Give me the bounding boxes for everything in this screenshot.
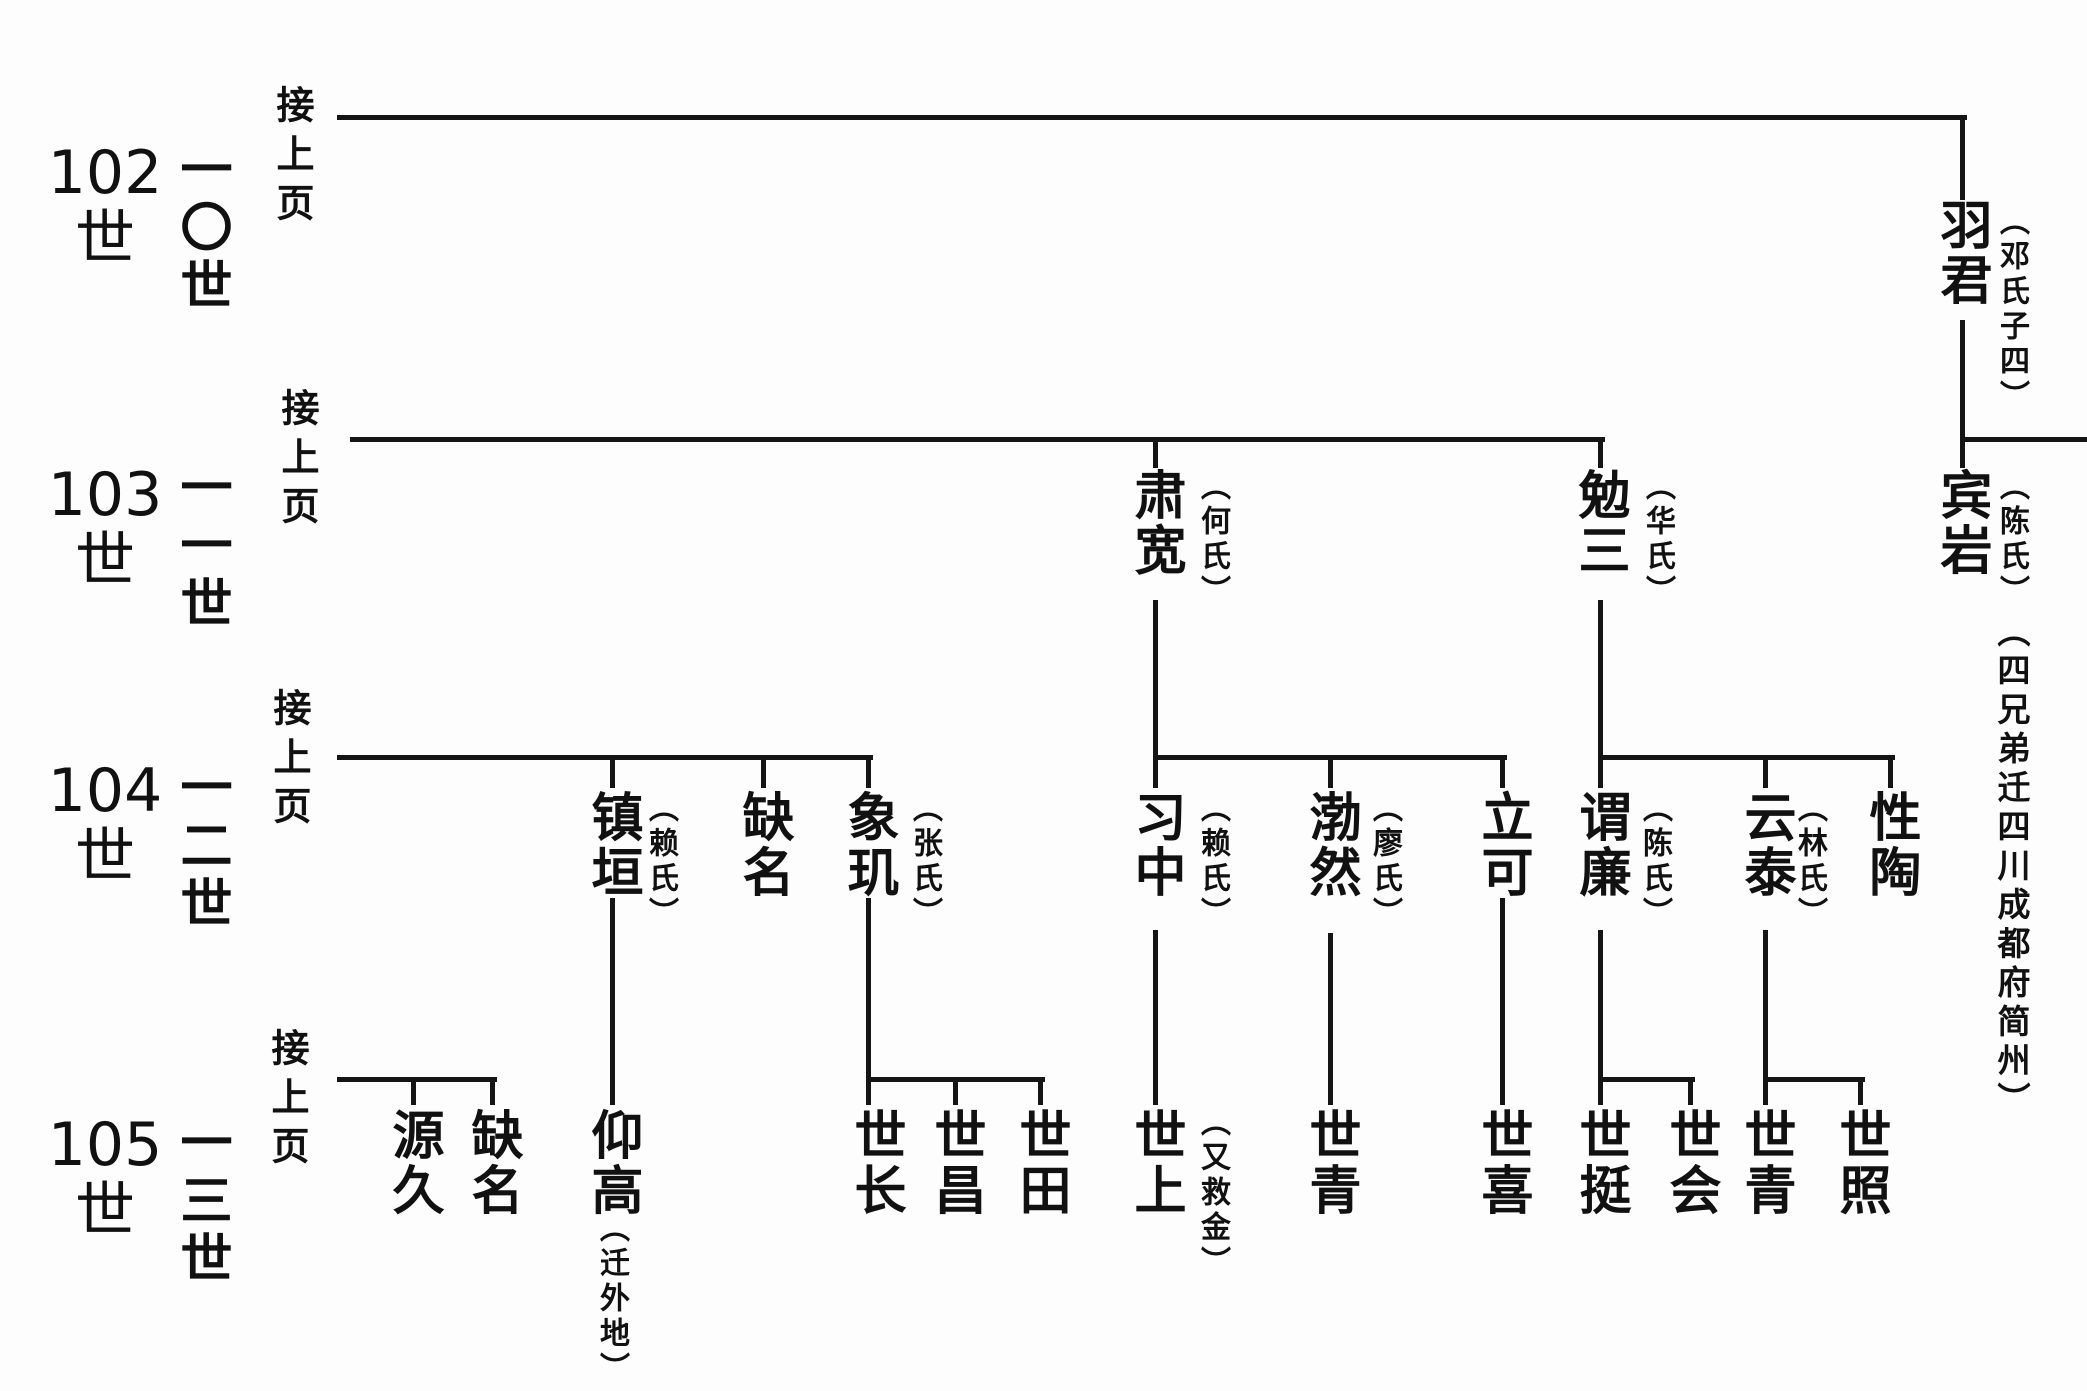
connector-v-like-shixi [1500, 898, 1505, 1105]
generation-label-102: 102 世 [40, 140, 170, 272]
person-shiqing1-name: 世青 [1301, 1108, 1358, 1218]
connector-v-sukuan-down [1153, 600, 1158, 788]
person-miansan-note: ︵华氏︶ [1641, 470, 1674, 610]
generation-shi: 世 [75, 204, 135, 274]
generation-number: 103 [47, 460, 163, 530]
person-shiting-name: 世挺 [1571, 1108, 1628, 1218]
person-weilian-note: ︵陈氏︶ [1638, 792, 1671, 932]
generation-label-104: 104 世 [40, 758, 170, 890]
person-binyan-note: ︵陈氏︶ [1995, 470, 2028, 610]
connector-h-gen102 [337, 115, 1967, 120]
generation-label-103: 103 世 [40, 462, 170, 594]
connector-v-to-yuntai [1763, 757, 1768, 788]
generation-shi: 世 [75, 1176, 135, 1246]
continued-label-103: 接上页 [275, 388, 317, 535]
connector-v-to-yuanjiu [411, 1080, 416, 1105]
person-shizhao-name: 世照 [1831, 1108, 1888, 1218]
person-yanggao-note: ︵迁外地︶ [595, 1212, 628, 1387]
connector-v-boran-shiqing [1328, 933, 1333, 1105]
connector-h-gen105-left [337, 1077, 497, 1082]
connector-v-miansan-down [1598, 600, 1603, 788]
generation-cn-103: 一一世 [172, 460, 229, 634]
person-binyan-name: 宾岩 [1932, 468, 1989, 578]
connector-v-to-yujun [1960, 115, 1965, 200]
connector-v-to-xingtao [1888, 755, 1893, 788]
generation-label-105: 105 世 [40, 1112, 170, 1244]
connector-v-to-shizhao [1858, 1077, 1863, 1105]
connector-v-to-shichang [953, 1080, 958, 1105]
continued-label-102: 接上页 [270, 85, 312, 232]
person-shihui-name: 世会 [1661, 1108, 1718, 1218]
person-zhenyuan-name: 镇垣 [583, 790, 640, 900]
connector-h-miansan-children [1600, 755, 1895, 760]
continued-label-105: 接上页 [265, 1028, 307, 1175]
connector-h-gen103-right-edge [1962, 437, 2087, 442]
person-shichang-name: 世昌 [926, 1108, 983, 1218]
person-xiangji-name: 象玑 [839, 790, 896, 900]
connector-h-gen104-left [337, 755, 873, 760]
person-sukuan-name: 肃宽 [1126, 468, 1183, 578]
person-weilian-name: 谓廉 [1571, 790, 1628, 900]
connector-v-xiangji-down [866, 898, 871, 1105]
connector-v-xizhong-shishang [1153, 930, 1158, 1105]
connector-v-yuntai-shiqing [1763, 930, 1768, 1105]
person-shitian-name: 世田 [1011, 1108, 1068, 1218]
person-shishang-note: ︵又救金︶ [1196, 1106, 1229, 1281]
person-shiqing2-name: 世青 [1736, 1108, 1793, 1218]
person-xingtao-name: 性陶 [1861, 790, 1918, 900]
connector-v-to-shihui [1688, 1077, 1693, 1105]
connector-h-xiangji-children [868, 1077, 1045, 1082]
person-yujun-name: 羽君 [1932, 198, 1989, 308]
person-xizhong-name: 习中 [1126, 790, 1183, 900]
person-binyan-migration-note: ︵四兄弟迁四川成都府简州︶ [1992, 614, 2028, 1121]
person-yuntai-note: ︵林氏︶ [1793, 792, 1826, 932]
connector-v-to-queming105 [490, 1077, 495, 1105]
generation-cn-105: 一三世 [172, 1115, 229, 1289]
person-xizhong-note: ︵赖氏︶ [1196, 792, 1229, 932]
person-miansan-name: 勉三 [1570, 468, 1627, 578]
person-shishang-name: 世上 [1126, 1108, 1183, 1218]
person-sukuan-note: ︵何氏︶ [1196, 470, 1229, 610]
person-queming105-name: 缺名 [463, 1108, 520, 1218]
person-yuntai-name: 云泰 [1736, 790, 1793, 900]
generation-shi: 世 [75, 822, 135, 892]
generation-number: 102 [47, 138, 163, 208]
person-xiangji-note: ︵张氏︶ [908, 792, 941, 932]
connector-h-gen103 [350, 437, 1605, 442]
connector-v-to-miansan [1598, 437, 1603, 468]
person-queming104-name: 缺名 [734, 790, 791, 900]
person-yanggao-name: 仰高 [583, 1108, 640, 1218]
connector-h-weilian-children [1600, 1077, 1695, 1082]
person-boran-note: ︵廖氏︶ [1368, 792, 1401, 932]
connector-v-to-zhenyuan [610, 757, 615, 788]
connector-v-to-queming104 [761, 757, 766, 788]
connector-v-yujun-binyan [1960, 320, 1965, 468]
person-boran-name: 渤然 [1301, 790, 1358, 900]
connector-v-weilian-shiting [1598, 930, 1603, 1105]
connector-v-to-like [1500, 755, 1505, 788]
connector-v-to-sukuan [1153, 440, 1158, 468]
generation-shi: 世 [75, 526, 135, 596]
connector-v-to-xiangji [866, 755, 871, 788]
generation-cn-102: 一〇世 [172, 142, 229, 316]
connector-v-to-shitian [1038, 1077, 1043, 1105]
generation-number: 104 [47, 756, 163, 826]
connector-v-to-boran [1328, 757, 1333, 788]
connector-h-yuntai-children [1765, 1077, 1865, 1082]
connector-v-zhenyuan-yanggao [610, 898, 615, 1105]
person-shixi-name: 世喜 [1473, 1108, 1530, 1218]
person-yujun-note: ︵邓氏子四︶ [1995, 205, 2028, 415]
person-like-name: 立可 [1473, 790, 1530, 900]
continued-label-104: 接上页 [267, 688, 309, 835]
generation-cn-104: 一二世 [172, 760, 229, 934]
person-shizhang-name: 世长 [846, 1108, 903, 1218]
person-zhenyuan-note: ︵赖氏︶ [644, 792, 677, 932]
generation-number: 105 [47, 1110, 163, 1180]
person-yuanjiu-name: 源久 [384, 1108, 441, 1218]
